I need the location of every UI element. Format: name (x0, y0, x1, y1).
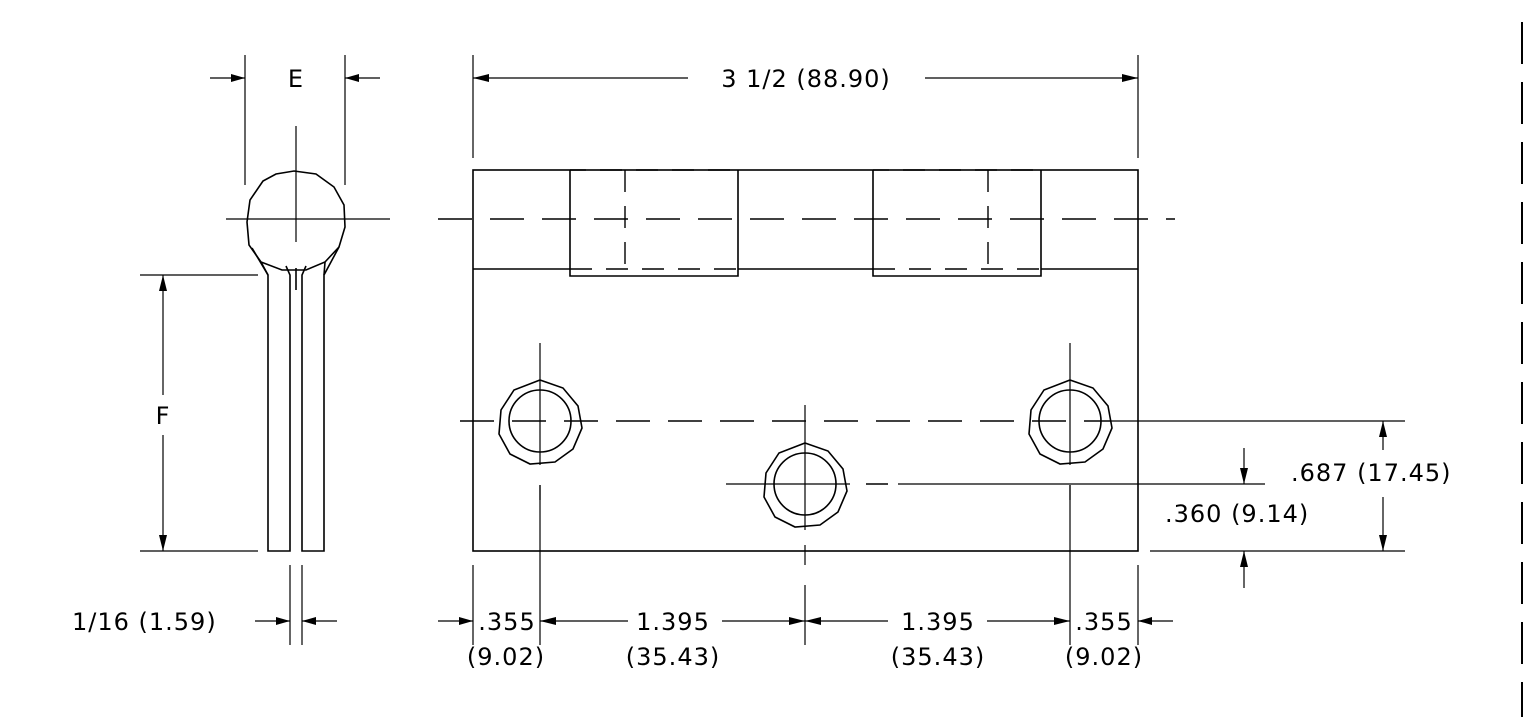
dim-pitch-left-mm: (35.43) (626, 643, 720, 671)
dim-hole-height-outer: .687 (17.45) (1291, 459, 1452, 487)
dim-pitch-right-in: 1.395 (901, 608, 975, 636)
dim-pitch-right-mm: (35.43) (891, 643, 985, 671)
side-knuckle (246, 170, 346, 271)
knuckle-slot-left (569, 170, 739, 277)
dim-pitch-left-in: 1.395 (636, 608, 710, 636)
knuckle-slot-right (872, 170, 1042, 277)
side-leaf-right (301, 246, 340, 552)
dim-overall-width-label: 3 1/2 (88.90) (721, 65, 891, 93)
dim-hole-edge-left-mm: (9.02) (467, 643, 545, 671)
dim-e-label: E (288, 65, 304, 93)
front-view: 3 1/2 (88.90) .355 (9.02) 1.395 (35.43) … (438, 55, 1452, 671)
dim-hole-height-inner: .360 (9.14) (1165, 500, 1309, 528)
side-view: E F 1/16 (1.59) (72, 55, 390, 645)
dim-f-label: F (156, 402, 171, 430)
dim-hole-edge-right-in: .355 (1075, 608, 1132, 636)
dim-hole-edge-right-mm: (9.02) (1065, 643, 1143, 671)
side-leaf-left (251, 247, 291, 552)
dim-hole-edge-left-in: .355 (478, 608, 535, 636)
dim-thickness-label: 1/16 (1.59) (72, 608, 217, 636)
